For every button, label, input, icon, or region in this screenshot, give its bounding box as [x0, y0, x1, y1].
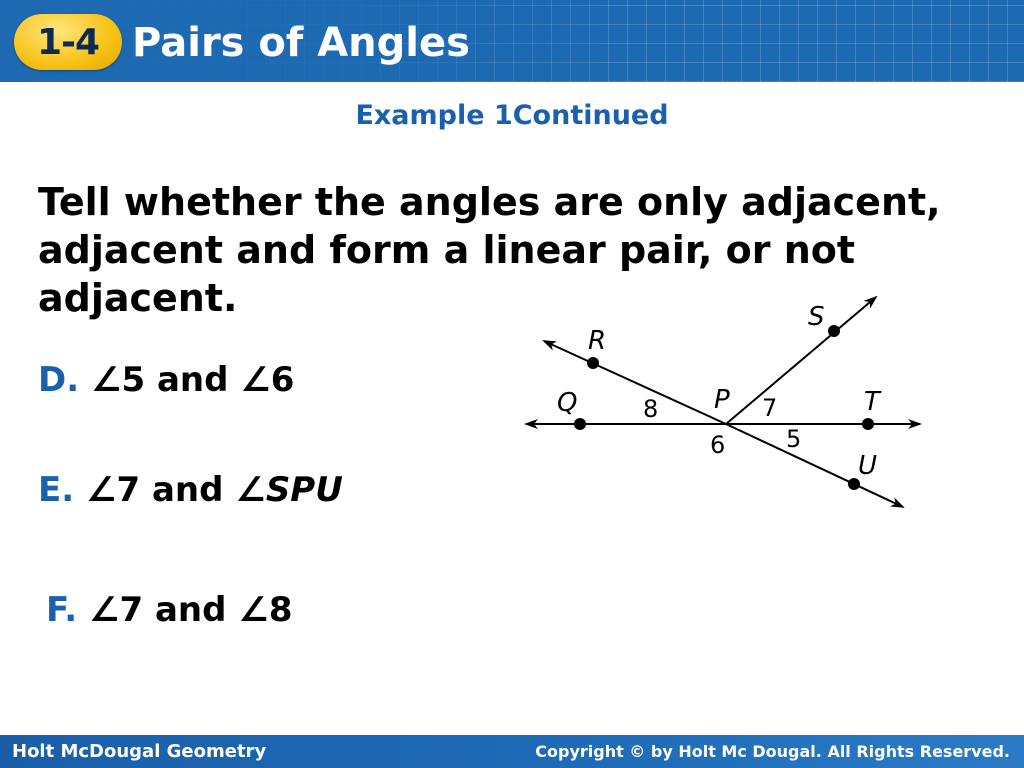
line-pu: [725, 423, 905, 508]
label-u: U: [858, 451, 877, 481]
angle-first: ∠7: [86, 470, 141, 510]
connector: and: [151, 470, 224, 510]
angle-second-symbol: ∠: [235, 470, 266, 510]
label-p: P: [714, 385, 730, 415]
angle-second-text: 6: [270, 360, 295, 400]
instruction-text: Tell whether the angles are only adjacen…: [38, 180, 941, 320]
point-u: [848, 478, 860, 490]
angle-second-symbol: ∠: [238, 590, 269, 630]
angle-second-text: SPU: [265, 470, 343, 510]
lesson-badge: 1-4: [14, 14, 122, 70]
angle-first: ∠7: [89, 590, 144, 630]
problem-d: D. ∠5 and ∠6: [38, 360, 294, 400]
angle-label-6: 6: [710, 431, 725, 459]
label-r: R: [588, 326, 606, 356]
footer-bar: Holt McDougal Geometry Copyright © by Ho…: [0, 735, 1024, 768]
point-q: [574, 418, 586, 430]
example-subtitle: Example 1Continued: [355, 100, 669, 131]
problem-letter: F.: [46, 590, 78, 630]
angle-second-symbol: ∠: [240, 360, 271, 400]
angle-second-text: 8: [268, 590, 293, 630]
point-s: [828, 325, 840, 337]
lesson-title: Pairs of Angles: [132, 20, 470, 66]
label-t: T: [864, 387, 882, 417]
connector: and: [154, 590, 227, 630]
label-q: Q: [557, 388, 577, 418]
problem-letter: D.: [38, 360, 80, 400]
point-t: [862, 418, 874, 430]
angle-first: ∠5: [90, 360, 146, 400]
footer-copyright: Copyright © by Holt Mc Dougal. All Right…: [535, 742, 1010, 761]
connector: and: [156, 360, 229, 400]
angle-label-7: 7: [762, 394, 777, 422]
line-pr: [542, 340, 727, 425]
angle-label-5: 5: [786, 425, 801, 453]
problem-letter: E.: [38, 470, 75, 510]
lesson-number: 1-4: [36, 21, 100, 63]
footer-publisher: Holt McDougal Geometry: [12, 741, 267, 762]
problem-e: E. ∠7 and ∠SPU: [38, 470, 343, 510]
point-r: [587, 357, 599, 369]
header-banner: 1-4 Pairs of Angles: [0, 0, 1024, 82]
problem-f: F. ∠7 and ∠8: [46, 590, 292, 630]
angle-label-8: 8: [643, 395, 658, 423]
